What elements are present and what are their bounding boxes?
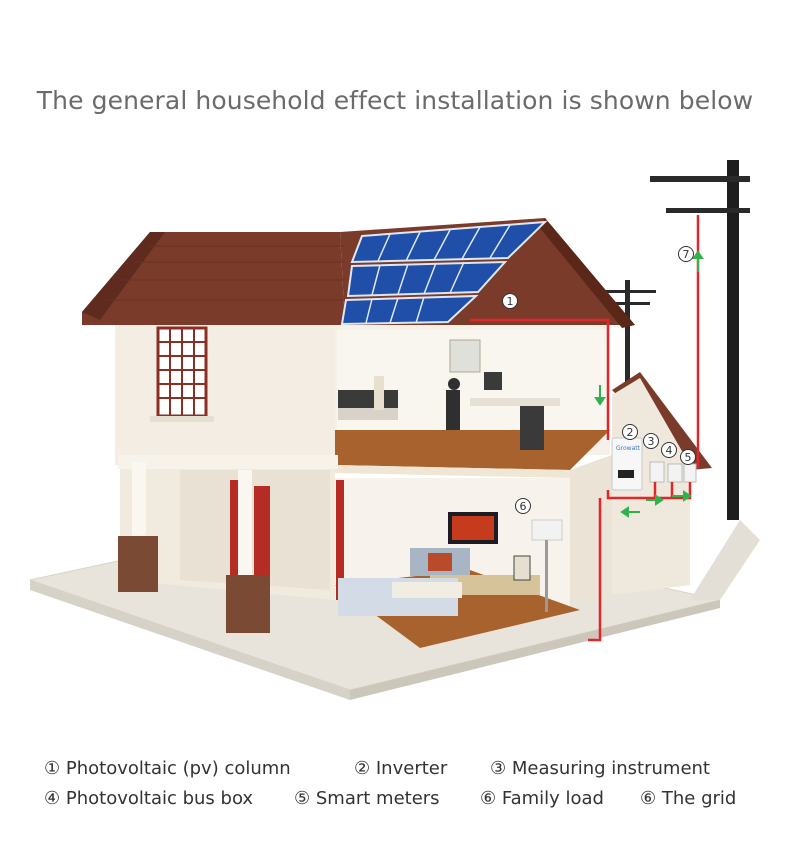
- measuring-instrument: [650, 462, 664, 482]
- legend-symbol: ④: [44, 788, 60, 809]
- pv-bus-box: [668, 464, 682, 482]
- legend-label: Smart meters: [316, 788, 440, 809]
- marker-5: 5: [681, 450, 696, 465]
- svg-text:7: 7: [683, 248, 690, 261]
- legend-label: Photovoltaic bus box: [66, 788, 253, 809]
- legend-label: Photovoltaic (pv) column: [66, 758, 291, 779]
- legend-item-inverter: ② Inverter: [354, 758, 447, 779]
- legend-item-the-grid: ⑥ The grid: [640, 788, 736, 809]
- svg-text:1: 1: [507, 295, 514, 308]
- legend-item-family-load: ⑥ Family load: [480, 788, 604, 809]
- svg-text:4: 4: [666, 444, 673, 457]
- svg-text:3: 3: [648, 435, 655, 448]
- legend-symbol: ①: [44, 758, 60, 779]
- legend-item-pv-bus-box: ④ Photovoltaic bus box: [44, 788, 253, 809]
- marker-2: 2: [623, 425, 638, 440]
- legend-item-smart-meters: ⑤ Smart meters: [294, 788, 440, 809]
- left-upper-wall: [115, 320, 335, 465]
- svg-text:5: 5: [685, 451, 692, 464]
- legend-item-pv-column: ① Photovoltaic (pv) column: [44, 758, 291, 779]
- marker-7: 7: [679, 247, 694, 262]
- legend-label: Measuring instrument: [512, 758, 710, 779]
- inverter-brand: Growatt: [616, 445, 641, 452]
- marker-6: 6: [516, 499, 531, 514]
- legend: ① Photovoltaic (pv) column ② Inverter ③ …: [0, 752, 790, 832]
- marker-3: 3: [644, 434, 659, 449]
- svg-text:2: 2: [627, 426, 634, 439]
- legend-symbol: ⑥: [480, 788, 496, 809]
- legend-symbol: ②: [354, 758, 370, 779]
- svg-text:6: 6: [520, 500, 527, 513]
- marker-1: 1: [503, 294, 518, 309]
- utility-pole-small: [604, 280, 656, 390]
- house-installation-diagram: Growatt 1 2 3 4 5: [0, 150, 790, 710]
- legend-symbol: ⑤: [294, 788, 310, 809]
- marker-4: 4: [662, 443, 677, 458]
- legend-symbol: ③: [490, 758, 506, 779]
- legend-label: Family load: [502, 788, 604, 809]
- legend-label: The grid: [662, 788, 736, 809]
- upper-floor: [335, 430, 610, 470]
- inverter-unit: Growatt: [612, 438, 642, 490]
- page-title: The general household effect installatio…: [0, 86, 790, 115]
- legend-label: Inverter: [376, 758, 447, 779]
- smart-meter: [684, 464, 696, 482]
- legend-symbol: ⑥: [640, 788, 656, 809]
- legend-item-measuring-instrument: ③ Measuring instrument: [490, 758, 710, 779]
